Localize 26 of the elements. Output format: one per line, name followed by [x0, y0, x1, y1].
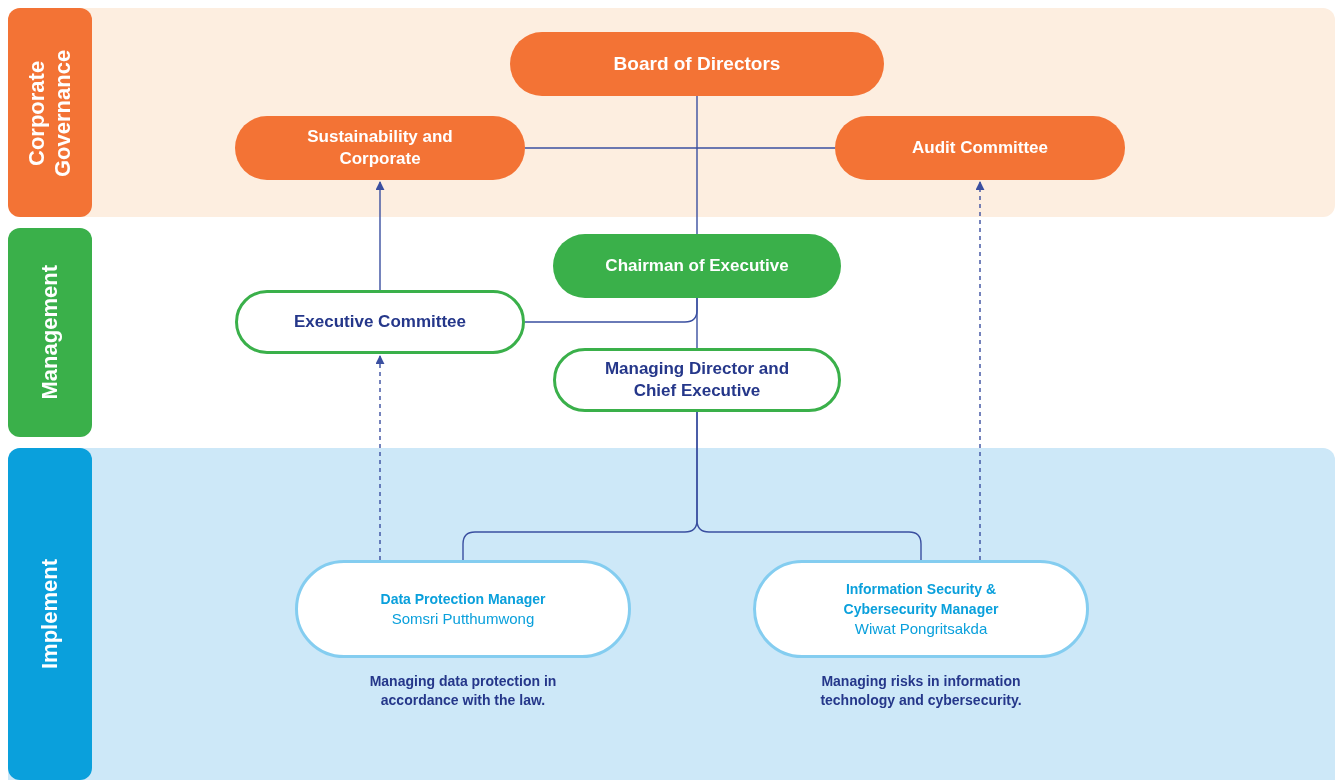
role-pill [235, 290, 525, 354]
band-background [8, 8, 1335, 217]
role-pill [553, 348, 841, 412]
role-title: Board of Directors [613, 51, 781, 76]
band-title: Implement [37, 559, 63, 669]
connector-line [696, 95, 698, 235]
connector-line [696, 297, 698, 349]
arrow [375, 181, 385, 291]
band-background [8, 448, 1335, 780]
connector-line [696, 411, 922, 561]
role-title: Chairman of Executive [605, 255, 789, 277]
person-name: Somsri Putthumwong [391, 609, 535, 629]
role-title: Audit Committee [912, 137, 1048, 159]
connector-line [524, 147, 836, 149]
band-title: Corporate Governance [24, 47, 76, 179]
arrow [975, 181, 985, 561]
arrow [375, 355, 385, 561]
role-title: Executive Committee [294, 311, 466, 333]
role-title: Managing Director and Chief Executive [603, 358, 791, 402]
role-description: Managing risks in information technology and cybersecurity. [819, 672, 1023, 710]
role-title: Sustainability and Corporate [306, 126, 454, 170]
band-title: Management [37, 265, 63, 400]
role-title: Information Security & Cybersecurity Manager [842, 580, 1000, 619]
role-title: Data Protection Manager [380, 590, 546, 609]
role-description: Managing data protection in accordance with the law. [368, 672, 558, 710]
person-name: Wiwat Pongritsakda [854, 619, 988, 639]
